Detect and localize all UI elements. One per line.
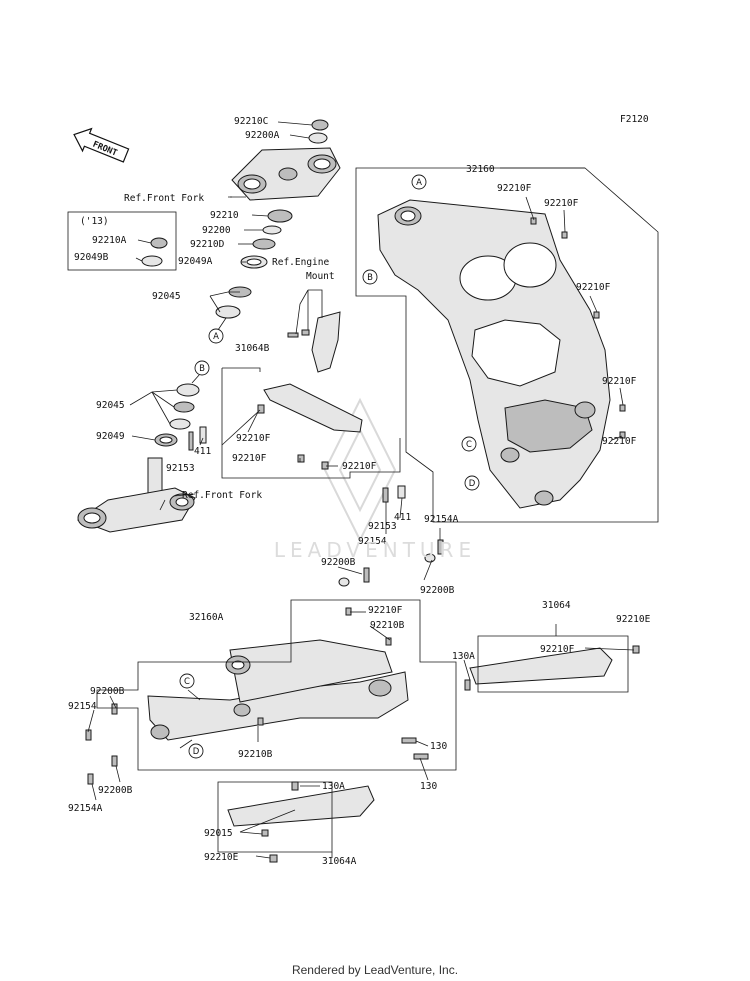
footer-credit: Rendered by LeadVenture, Inc. — [291, 963, 459, 977]
part-label-92210F-bracket-1: 92210F — [236, 433, 271, 444]
subframe-32160A-boundary — [96, 599, 457, 771]
part-label-31064: 31064 — [542, 600, 571, 611]
part-label-92210E-lower: 92210E — [204, 852, 239, 863]
svg-text:B: B — [199, 364, 205, 374]
part-label-92154A-mid: 92154A — [424, 514, 459, 525]
part-label-92210F-subframe: 92210F — [368, 605, 403, 616]
ref-engine-mount-line1: Ref.Engine — [272, 257, 329, 268]
part-label-92210F-frame-3: 92210F — [576, 282, 611, 293]
callout-circle-d-subframe: D — [188, 743, 204, 759]
svg-text:B: B — [367, 273, 373, 283]
part-label-92210B-subframe: 92210B — [370, 620, 405, 631]
stay-31064 — [464, 645, 640, 691]
part-label-92154A-left: 92154A — [68, 803, 103, 814]
watermark: LEADVENTURE — [273, 538, 477, 562]
bracket-31064B — [257, 383, 363, 470]
part-label-31064A: 31064A — [322, 856, 357, 867]
part-label-92049A: 92049A — [178, 256, 213, 267]
bolts-130 — [401, 737, 429, 760]
callout-circle-d-frame: D — [464, 475, 480, 491]
subframe-32160A — [85, 607, 409, 785]
ref-front-fork-bottom: Ref.Front Fork — [182, 490, 262, 501]
part-label-92210F-bracket-2: 92210F — [232, 453, 267, 464]
part-label-92200: 92200 — [202, 225, 231, 236]
callout-circle-a-top: A — [208, 328, 224, 344]
part-label-411-left: 411 — [194, 446, 211, 457]
callout-circle-b-frame: B — [362, 269, 378, 285]
part-label-92210F-frame-4: 92210F — [602, 376, 637, 387]
lower-bearings — [154, 383, 207, 451]
svg-text:A: A — [416, 178, 422, 188]
part-label-130-a: 130 — [430, 741, 447, 752]
part-label-92154-left: 92154 — [68, 701, 97, 712]
part-label-92200B-left-2: 92200B — [98, 785, 133, 796]
part-label-92049B: 92049B — [74, 252, 109, 263]
svg-text:C: C — [466, 440, 472, 450]
part-label-92015: 92015 — [204, 828, 233, 839]
part-label-92200B-left-1: 92200B — [90, 686, 125, 697]
stem-nuts-and-washers — [215, 119, 329, 319]
part-label-92210C: 92210C — [234, 116, 268, 127]
callout-circle-c-frame: C — [461, 436, 477, 452]
svg-text:A: A — [213, 332, 219, 342]
stay-31064A — [227, 781, 375, 863]
part-label-130-b: 130 — [420, 781, 437, 792]
part-label-92210B-left: 92210B — [238, 749, 273, 760]
main-frame-32160 — [377, 199, 626, 509]
leader-lines — [87, 121, 635, 859]
engine-mount-bracket — [287, 311, 341, 373]
part-label-92200B-mid: 92200B — [321, 557, 356, 568]
part-label-92210F-frame-2: 92210F — [544, 198, 579, 209]
part-label-130A-right: 130A — [452, 651, 475, 662]
part-label-92210F-frame-1: 92210F — [497, 183, 532, 194]
part-label-92045-top: 92045 — [152, 291, 181, 302]
bolts-92153-mid — [338, 485, 444, 587]
upper-triple-clamp — [231, 147, 341, 201]
part-label-92154-mid: 92154 — [358, 536, 387, 547]
part-label-92210A: 92210A — [92, 235, 127, 246]
watermark-emblem — [323, 397, 397, 543]
part-label-92210E-right: 92210E — [616, 614, 651, 625]
svg-text:C: C — [184, 677, 190, 687]
part-label-32160A: 32160A — [189, 612, 224, 623]
part-label-92049: 92049 — [96, 431, 125, 442]
ref-engine-mount-line2: Mount — [306, 271, 335, 282]
diagram-code: F2120 — [620, 114, 649, 125]
year-13-parts — [67, 211, 177, 271]
callout-circle-a-frame: A — [411, 174, 427, 190]
year-box-label: ('13) — [80, 216, 109, 227]
part-label-92210: 92210 — [210, 210, 239, 221]
part-label-92210D: 92210D — [190, 239, 225, 250]
part-label-92153-mid: 92153 — [368, 521, 397, 532]
callout-circle-b-left: B — [194, 360, 210, 376]
svg-text:D: D — [469, 479, 476, 489]
frame-32160-boundary — [355, 167, 659, 523]
lower-triple-clamp-stem — [76, 457, 196, 533]
svg-text:D: D — [193, 747, 200, 757]
part-label-92200A: 92200A — [245, 130, 280, 141]
part-label-130A-lower: 130A — [322, 781, 345, 792]
part-label-92153-left: 92153 — [166, 463, 195, 474]
part-label-92045-lower: 92045 — [96, 400, 125, 411]
ref-front-fork-top: Ref.Front Fork — [124, 193, 204, 204]
front-direction-arrow: FRONT — [73, 127, 130, 163]
part-label-92210F-31064: 92210F — [540, 644, 575, 655]
part-label-411-mid: 411 — [394, 512, 411, 523]
callout-circle-c-subframe: C — [179, 673, 195, 689]
stay-31064-boundary — [477, 635, 629, 693]
part-label-32160: 32160 — [466, 164, 495, 175]
part-label-92210F-frame-5: 92210F — [602, 436, 637, 447]
part-label-31064B: 31064B — [235, 343, 270, 354]
part-label-92210F-bracket-3: 92210F — [342, 461, 377, 472]
part-label-92200B-right: 92200B — [420, 585, 455, 596]
